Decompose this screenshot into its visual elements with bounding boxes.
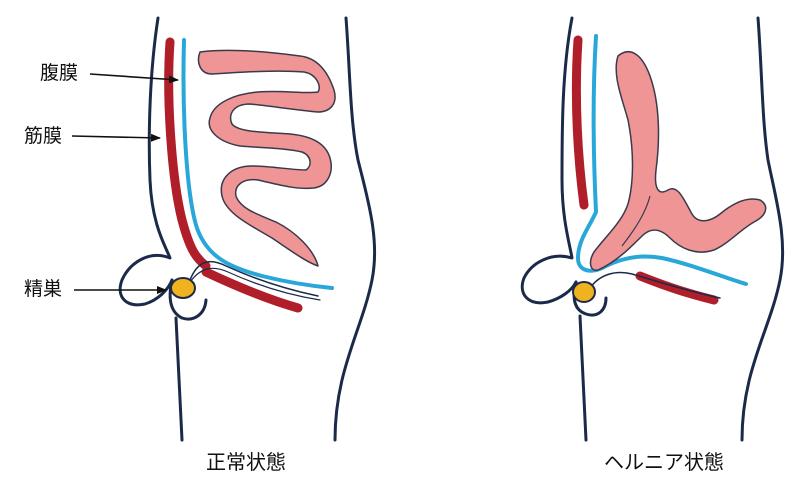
body-outline-front-hernia <box>522 18 576 303</box>
testis-hernia <box>573 282 595 302</box>
testis-normal <box>171 278 195 298</box>
normal-state-panel <box>120 18 374 440</box>
normal-state-caption: 正常状態 <box>206 452 286 472</box>
fascia-band-hernia <box>576 40 584 205</box>
testis-label: 精巣 <box>24 280 62 299</box>
body-outline-back <box>335 18 375 440</box>
body-outline-front <box>120 18 172 305</box>
hernia-state-caption: ヘルニア状態 <box>604 452 724 472</box>
intestine-hernia <box>591 52 766 271</box>
fascia-pointer <box>72 136 160 138</box>
leg-outline <box>176 318 182 440</box>
fascia-label: 筋膜 <box>24 127 62 146</box>
leg-outline-hernia <box>580 316 586 440</box>
peritoneum-label: 腹膜 <box>40 64 78 83</box>
intestine-normal <box>199 50 336 266</box>
hernia-state-panel <box>522 18 782 440</box>
body-outline-back-hernia <box>742 18 783 440</box>
